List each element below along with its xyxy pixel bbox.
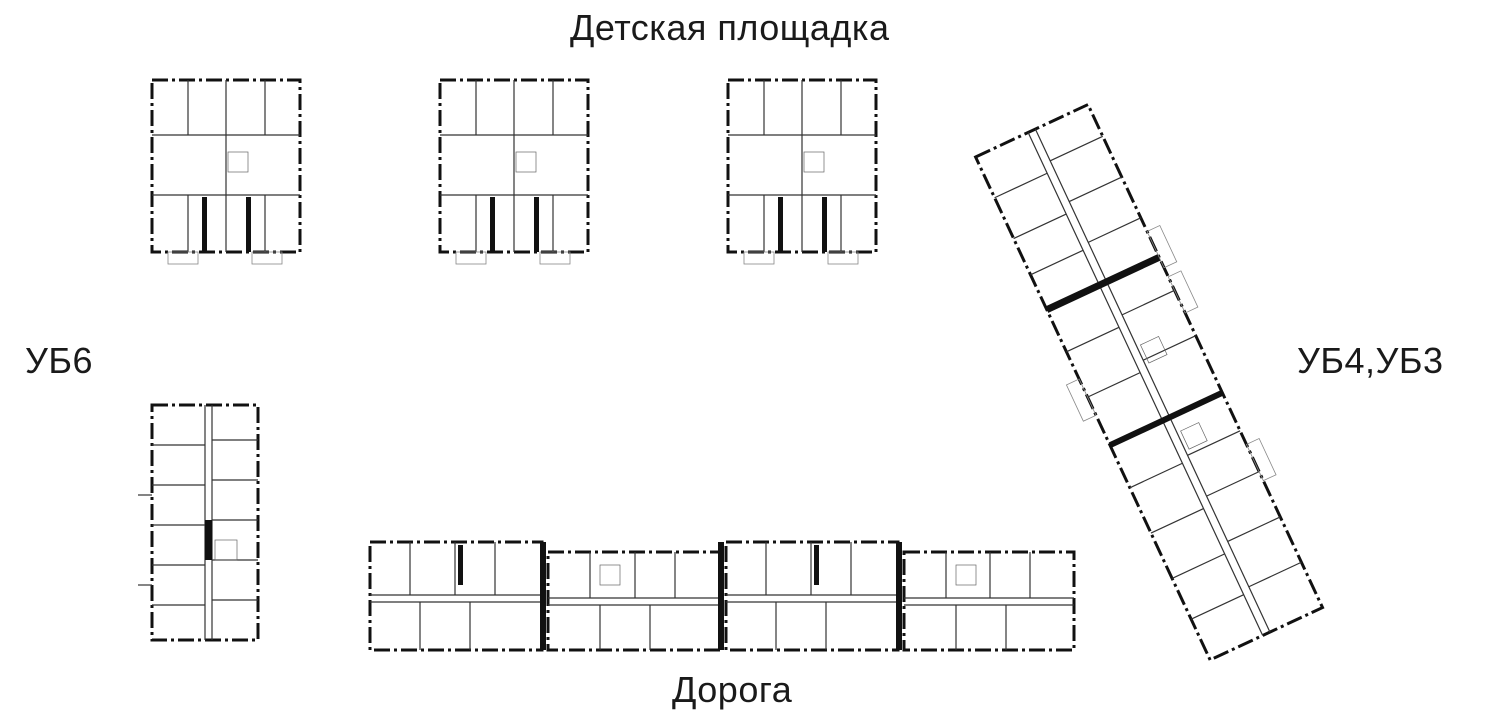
section-ub4-ub3 (973, 102, 1325, 662)
section-ub6 (138, 403, 260, 642)
label-ub6: УБ6 (25, 340, 94, 381)
label-ub4-ub3: УБ4,УБ3 (1297, 340, 1444, 381)
section-top-3 (726, 78, 878, 265)
section-bottom-1 (368, 540, 546, 652)
section-bottom-4 (902, 550, 1076, 652)
section-bottom-2 (546, 542, 724, 652)
section-top-2 (438, 78, 590, 265)
label-playground: Детская площадка (570, 7, 890, 48)
label-road: Дорога (672, 669, 793, 710)
section-bottom-3 (724, 540, 902, 652)
section-top-1 (150, 78, 302, 265)
